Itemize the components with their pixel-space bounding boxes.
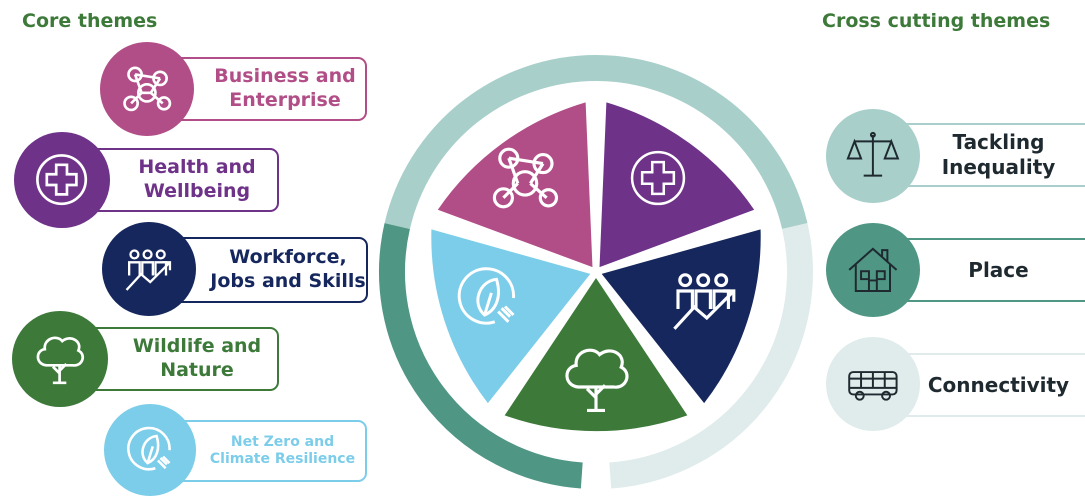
- core-theme-workforce-line2: Jobs and Skills: [210, 270, 366, 292]
- scales-icon: [826, 109, 920, 203]
- cross-cutting-themes-heading: Cross cutting themes: [822, 10, 1051, 32]
- wheel-ring-right: [609, 223, 813, 489]
- core-theme-health-line2: Wellbeing: [143, 180, 251, 202]
- tree-icon: [12, 311, 108, 407]
- cross-theme-inequality-line2: Inequality: [941, 155, 1056, 179]
- core-themes-heading: Core themes: [22, 10, 158, 32]
- core-theme-business-line1: Business and: [214, 65, 356, 88]
- network-people-icon: [100, 42, 194, 136]
- core-theme-netzero-line2: Climate Resilience: [209, 451, 356, 467]
- wheel-leaf-plug-icon: [457, 267, 515, 325]
- medical-cross-icon: [14, 132, 110, 228]
- wheel-sector-workforce: [601, 229, 761, 404]
- wheel-ring-left: [379, 223, 583, 489]
- core-theme-health-line1: Health and: [138, 156, 256, 179]
- wheel-icons: [457, 147, 736, 412]
- workforce-growth-icon: [102, 222, 196, 316]
- cross-theme-inequality-line1: Tackling: [952, 130, 1045, 154]
- wheel-sectors: [431, 102, 761, 432]
- house-icon: [826, 223, 920, 317]
- core-theme-wildlife-line2: Nature: [160, 359, 234, 381]
- wheel-sector-health: [599, 102, 755, 268]
- core-theme-netzero-line1: Net Zero and: [230, 433, 335, 450]
- wheel-tree-icon: [565, 348, 629, 412]
- cross-theme-connectivity-line1: Connectivity: [927, 372, 1070, 397]
- wheel-network-people-icon: [492, 147, 559, 209]
- wheel-sector-wildlife: [504, 278, 688, 432]
- core-theme-business-line2: Enterprise: [229, 89, 341, 111]
- leaf-plug-icon: [104, 404, 196, 496]
- core-theme-wildlife-line1: Wildlife and: [132, 335, 262, 358]
- wheel-ring-top: [384, 55, 808, 230]
- wheel-outer-ring: [379, 55, 813, 489]
- core-theme-workforce-line1: Workforce,: [229, 246, 347, 269]
- bus-icon: [826, 337, 920, 431]
- wheel-workforce-growth-icon: [673, 273, 736, 330]
- wheel-medical-cross-icon: [630, 150, 686, 206]
- cross-theme-place-line1: Place: [968, 257, 1029, 282]
